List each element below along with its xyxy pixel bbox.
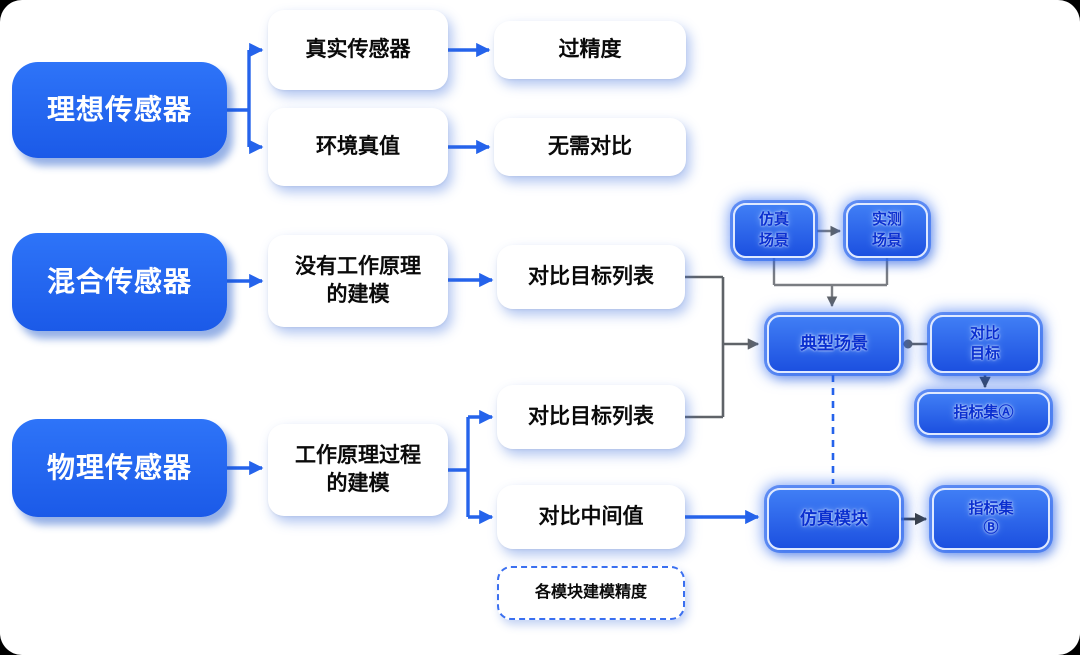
node-hybrid-sensor: 混合传感器 (12, 233, 227, 331)
node-sim-module: 仿真模块 (767, 488, 901, 550)
node-no-compare: 无需对比 (494, 118, 686, 176)
blue-arrows (227, 42, 760, 525)
compare-target-label: 对比目标 (969, 324, 1000, 362)
node-metric-set-a: 指标集Ⓐ (917, 392, 1050, 435)
node-compare-target: 对比目标 (930, 315, 1040, 373)
dot-connector (903, 339, 928, 349)
node-principle-model: 工作原理过程的建模 (268, 424, 448, 516)
node-typical-scene: 典型场景 (767, 315, 901, 373)
node-real-scene: 实测场景 (846, 203, 928, 258)
node-intermediate-values: 对比中间值 (497, 485, 685, 549)
node-physical-sensor: 物理传感器 (12, 419, 227, 517)
sim-scene-label: 仿真场景 (758, 211, 789, 249)
node-target-list-physical: 对比目标列表 (497, 385, 685, 449)
node-no-principle-model: 没有工作原理的建模 (268, 235, 448, 327)
node-module-precision: 各模块建模精度 (497, 566, 685, 620)
real-scene-label: 实测场景 (871, 211, 902, 249)
node-sim-scene: 仿真场景 (733, 203, 815, 258)
metric-set-b-line2: Ⓑ (983, 519, 999, 536)
metric-set-b-line1: 指标集 (968, 500, 1014, 518)
node-target-list-hybrid: 对比目标列表 (497, 245, 685, 309)
bracket-connector (685, 275, 760, 419)
node-real-sensor: 真实传感器 (268, 10, 448, 90)
node-over-precision: 过精度 (494, 21, 686, 79)
node-metric-set-b: 指标集 Ⓑ (932, 488, 1050, 550)
node-env-truth: 环境真值 (268, 108, 448, 186)
node-ideal-sensor: 理想传感器 (12, 62, 227, 158)
scene-connectors (772, 225, 889, 308)
